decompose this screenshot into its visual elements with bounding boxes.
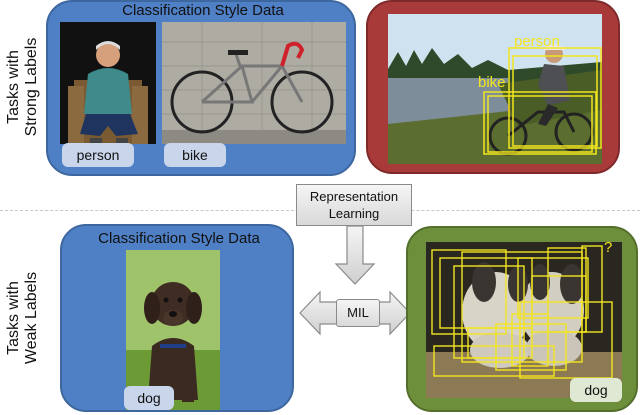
strong-detection-panel: person bike — [366, 0, 620, 174]
proposal-box — [547, 247, 587, 333]
flow-line: Learning — [328, 206, 380, 221]
unknown-location-mark: ? — [604, 239, 612, 256]
person-detection-label: person — [514, 33, 560, 50]
weak-classification-panel: Classification Style Data dog — [60, 224, 294, 412]
representation-learning-box: Representation Learning — [296, 184, 412, 226]
person-tag: person — [62, 143, 134, 167]
proposal-box — [467, 327, 533, 359]
weak-detection-panel: ? dog — [406, 226, 638, 412]
person-photo — [60, 22, 156, 144]
side-label-line: Tasks with — [5, 50, 22, 124]
proposal-box — [511, 313, 549, 367]
bike-detection-box — [487, 95, 593, 153]
mil-box: MIL — [336, 299, 380, 327]
proposal-box — [519, 301, 613, 379]
flow-line: Representation — [309, 189, 399, 204]
dog-tag: dog — [124, 386, 174, 410]
detection-boxes: person bike — [478, 33, 602, 155]
side-label-line: Tasks with — [5, 281, 22, 355]
proposal-box — [453, 265, 525, 359]
person-detection-box — [512, 55, 598, 147]
weak-labels-side-label: Tasks with Weak Labels — [5, 258, 41, 378]
panel-title: Classification Style Data — [98, 230, 260, 247]
proposal-box — [517, 257, 589, 319]
proposal-box — [433, 345, 555, 377]
bike-photo — [162, 22, 346, 144]
proposal-box — [495, 323, 567, 371]
bike-tag: bike — [164, 143, 226, 167]
bike-detection-label: bike — [478, 74, 506, 91]
side-label-line: Weak Labels — [23, 271, 40, 365]
person-detection-box — [508, 47, 602, 149]
proposal-box — [431, 249, 507, 335]
panel-title: Classification Style Data — [122, 2, 284, 19]
strong-labels-side-label: Tasks with Strong Labels — [5, 27, 41, 147]
proposal-box — [581, 245, 603, 333]
bike-detection-box — [483, 91, 597, 155]
strong-classification-panel: Classification Style Data person — [46, 0, 356, 176]
cyclist-photo — [388, 14, 602, 164]
side-label-line: Strong Labels — [23, 37, 40, 137]
down-arrow — [334, 226, 376, 285]
dog-weak-tag: dog — [570, 378, 622, 402]
weak-proposal-boxes: ? — [431, 239, 613, 379]
